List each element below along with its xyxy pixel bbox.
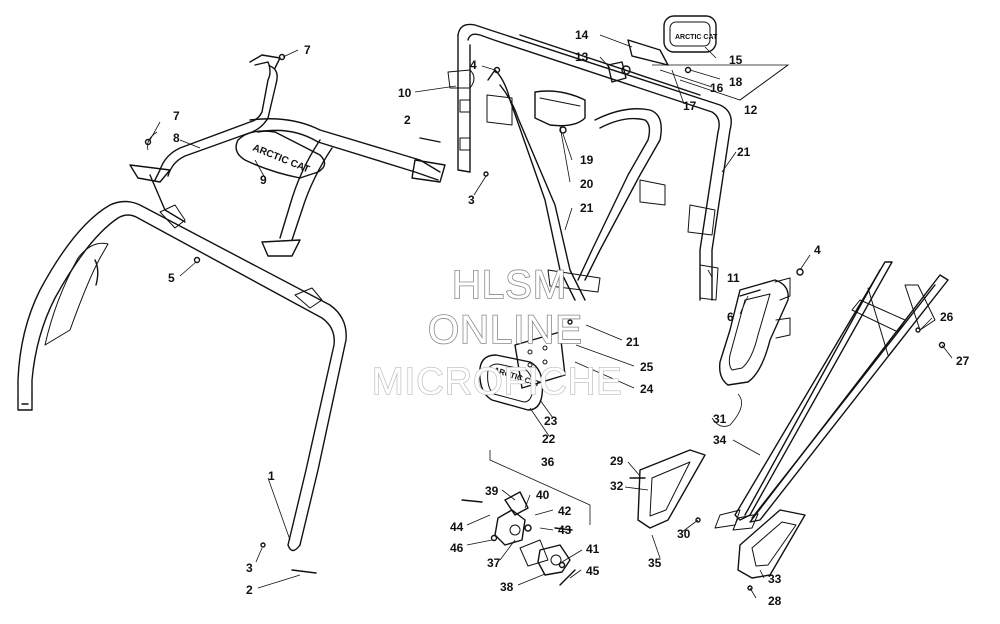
- callout-40: 40: [536, 488, 550, 502]
- callout-31: 31: [713, 412, 727, 426]
- watermark-line-3: MICROFICHE: [372, 361, 623, 403]
- callout-46: 46: [450, 541, 464, 555]
- callout-9: 9: [260, 173, 267, 187]
- side-bracket: [718, 277, 791, 386]
- callout-15: 15: [729, 53, 743, 67]
- callout-21: 21: [626, 335, 640, 349]
- leader-lines: [147, 34, 953, 599]
- callout-35: 35: [648, 556, 662, 570]
- watermark: HLSM ONLINE MICROFICHE: [371, 262, 623, 403]
- callout-23: 23: [544, 414, 558, 428]
- center-light: [534, 90, 586, 127]
- rear-plate-bracket: [514, 331, 566, 389]
- callout-42: 42: [558, 504, 572, 518]
- callout-22: 22: [542, 432, 556, 446]
- callout-6: 6: [727, 310, 734, 324]
- callout-44: 44: [450, 520, 464, 534]
- callout-4: 4: [470, 58, 477, 72]
- callout-7: 7: [304, 43, 311, 57]
- callout-45: 45: [586, 564, 600, 578]
- callout-38: 38: [500, 580, 514, 594]
- callout-26: 26: [940, 310, 954, 324]
- watermark-line-1: HLSM: [452, 263, 567, 307]
- callout-8: 8: [173, 131, 180, 145]
- long-rail: [714, 261, 949, 531]
- right-skid-plate: [737, 509, 806, 579]
- callout-25: 25: [640, 360, 654, 374]
- callout-10: 10: [398, 86, 412, 100]
- hardware-fasteners: [144, 53, 946, 591]
- tail-light-assembly: ARCTIC CAT: [607, 15, 718, 83]
- callout-37: 37: [487, 556, 501, 570]
- callout-2: 2: [404, 113, 411, 127]
- callout-2: 2: [246, 583, 253, 597]
- callout-39: 39: [485, 484, 499, 498]
- callout-41: 41: [586, 542, 600, 556]
- callout-27: 27: [956, 354, 970, 368]
- callout-36: 36: [541, 455, 555, 469]
- callout-20: 20: [580, 177, 594, 191]
- callout-24: 24: [640, 382, 654, 396]
- callout-4: 4: [814, 243, 821, 257]
- callout-13: 13: [575, 50, 589, 64]
- callout-21: 21: [580, 201, 594, 215]
- callout-12: 12: [744, 103, 758, 117]
- callout-30: 30: [677, 527, 691, 541]
- callout-11: 11: [727, 271, 740, 285]
- callout-3: 3: [468, 193, 475, 207]
- callout-5: 5: [168, 271, 175, 285]
- callout-21: 21: [737, 145, 751, 159]
- callout-7: 7: [173, 109, 180, 123]
- callout-1: 1: [268, 469, 275, 483]
- left-skid-plate: [637, 449, 706, 529]
- callout-32: 32: [610, 479, 624, 493]
- callout-28: 28: [768, 594, 782, 608]
- light-decal: ARCTIC CAT: [675, 34, 718, 41]
- callout-17: 17: [683, 99, 697, 113]
- front-roll-bar: [17, 200, 347, 552]
- callout-34: 34: [713, 433, 727, 447]
- callout-18: 18: [729, 75, 743, 89]
- callout-29: 29: [610, 454, 624, 468]
- callout-16: 16: [710, 81, 724, 95]
- callout-3: 3: [246, 561, 253, 575]
- watermark-line-2: ONLINE: [428, 308, 583, 352]
- pad-decal: ARCTIC CAT: [251, 143, 311, 176]
- callout-14: 14: [575, 28, 589, 42]
- callout-labels: 1 2 2 3 3 4 4 5 6 7 7 8 9 10 11 12 13 14…: [168, 28, 970, 608]
- callout-33: 33: [768, 572, 782, 586]
- callout-43: 43: [558, 523, 572, 537]
- callout-19: 19: [580, 153, 594, 167]
